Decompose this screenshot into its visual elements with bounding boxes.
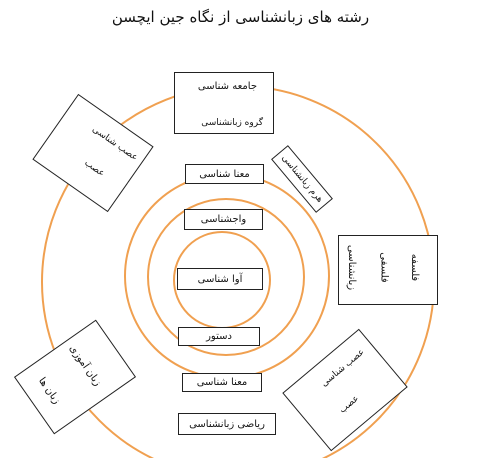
right-box-line3: فلسفه	[409, 253, 421, 282]
bottom-right-box-line2: عصب	[337, 393, 362, 416]
center-box-4: دستور	[178, 327, 260, 346]
bottom-left-box-line1: زبان آموزی	[66, 343, 103, 389]
center-box-3: آوا شناسی	[177, 268, 263, 290]
second-ring	[147, 198, 305, 356]
center-box-2: واجشناسی	[184, 209, 263, 230]
right-box-line2: فلسفی	[378, 252, 390, 283]
top-left-box-line2: عصب	[82, 158, 107, 179]
bottom-left-box-line2: زبان ها	[36, 375, 63, 407]
top-box-line2: گروه زبانشناسی	[201, 118, 263, 128]
right-box-line1: زبانشناسی	[346, 244, 358, 291]
center-box-6: ریاضی زبانشناسی	[178, 413, 276, 435]
center-box-5: معنا شناسی	[182, 373, 262, 392]
center-box-1: معنا شناسی	[185, 164, 264, 184]
top-box: جامعه شناسی گروه زبانشناسی	[174, 72, 274, 134]
right-box: زبانشناسی فلسفی فلسفه	[338, 235, 438, 305]
diagram-title: رشته های زبانشناسی از نگاه جین ایچسن	[111, 8, 370, 26]
top-box-line1: جامعه شناسی	[197, 81, 257, 92]
